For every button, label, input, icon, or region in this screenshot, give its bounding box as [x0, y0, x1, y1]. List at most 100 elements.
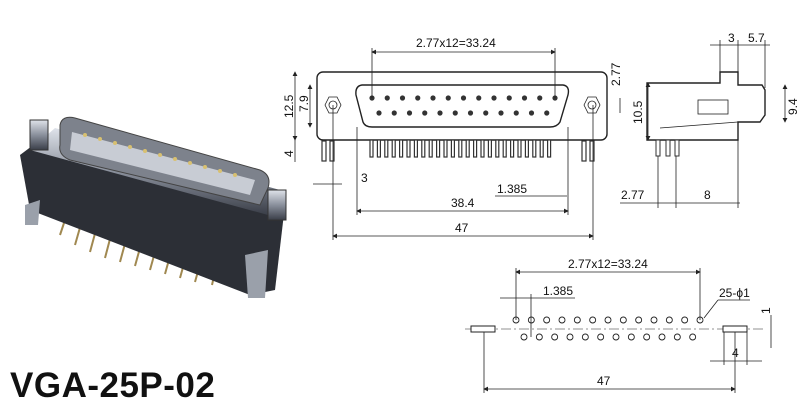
- front-pin-length: 4: [282, 150, 296, 157]
- pcb-hole: [619, 316, 627, 324]
- pin-leg: [495, 139, 500, 158]
- pcb-hole: [573, 316, 581, 324]
- pcb-pitch-label: 2.77x12=33.24: [568, 257, 648, 271]
- pcb-hole: [665, 316, 673, 324]
- side-pin-row-spacing: 2.77: [621, 188, 645, 202]
- pcb-hole: [551, 333, 559, 341]
- pin-leg: [473, 139, 478, 158]
- bracket-leg: [581, 140, 587, 162]
- pcb-hole: [635, 316, 643, 324]
- pin-hole: [544, 110, 550, 116]
- pcb-hole: [658, 333, 666, 341]
- pin-hole: [537, 95, 543, 101]
- pin-hole: [399, 95, 406, 101]
- pcb-row-spacing: 1: [759, 307, 773, 314]
- connector-photo: [20, 116, 287, 298]
- pin-hole: [384, 95, 390, 101]
- pcb-holes-label: 25-ϕ1: [719, 286, 750, 300]
- pin-leg: [502, 139, 507, 158]
- pcb-hole: [689, 333, 697, 341]
- pcb-hole: [535, 333, 543, 341]
- pin-leg: [443, 139, 448, 158]
- pin-leg: [487, 139, 492, 158]
- pin-hole: [437, 110, 443, 116]
- front-shell-width: 38.4: [451, 196, 475, 210]
- pin-leg: [399, 139, 404, 158]
- pcb-hole: [673, 333, 681, 341]
- pcb-hole: [543, 316, 551, 324]
- front-height-shell: 7.9: [297, 95, 311, 112]
- front-total-width: 47: [455, 221, 469, 235]
- front-view: 2.77x12=33.24 12.5 7.9 4 2.77 3 1.385 38…: [282, 36, 623, 240]
- pin-leg: [406, 139, 411, 158]
- pin-hole: [422, 110, 428, 116]
- pcb-slot-width: 4: [732, 346, 739, 360]
- pin-hole: [376, 110, 382, 116]
- pin-leg: [369, 139, 374, 158]
- pin-leg: [480, 139, 485, 158]
- front-bracket-pin: 3: [361, 171, 368, 185]
- side-flange: 3: [728, 31, 735, 45]
- pcb-hole: [643, 333, 651, 341]
- pcb-hole: [604, 316, 612, 324]
- pcb-hole: [681, 316, 689, 324]
- pin-leg: [384, 139, 389, 158]
- pin-leg: [465, 139, 470, 158]
- pin-leg: [546, 139, 552, 158]
- pin-leg: [413, 139, 418, 158]
- pcb-hole: [627, 333, 635, 341]
- bracket-leg: [329, 140, 335, 162]
- side-height-body: 10.5: [631, 100, 645, 124]
- pcb-hole: [589, 316, 597, 324]
- pin-hole: [430, 95, 436, 101]
- pin-hole: [445, 95, 451, 101]
- front-height-total: 12.5: [282, 94, 296, 118]
- pin-leg: [391, 139, 396, 158]
- bracket-leg: [321, 140, 327, 162]
- pcb-hole: [558, 316, 566, 324]
- pin-leg: [450, 139, 455, 158]
- pin-hole: [506, 95, 512, 101]
- pin-hole: [521, 95, 528, 101]
- pcb-hole: [566, 333, 574, 341]
- pin-leg: [428, 139, 433, 158]
- pcb-layout: 2.77x12=33.24 1.385 25-ϕ1 1 4 47: [465, 257, 773, 393]
- pcb-total-width: 47: [597, 374, 611, 388]
- pin-hole: [391, 110, 397, 116]
- pin-hole: [498, 110, 504, 116]
- pin-hole: [452, 110, 458, 116]
- side-height-shell: 9.4: [786, 98, 800, 115]
- pcb-hole: [612, 333, 620, 341]
- pin-leg: [458, 139, 463, 158]
- side-depth: 5.7: [748, 31, 765, 45]
- pin-leg: [539, 139, 544, 158]
- pin-leg: [376, 139, 381, 158]
- pcb-hole: [581, 333, 589, 341]
- pcb-hole: [597, 333, 605, 341]
- pin-hole: [467, 110, 474, 116]
- side-view: 3 5.7 10.5 9.4 2.77 8: [620, 31, 800, 208]
- pin-hole: [483, 110, 489, 116]
- bracket-leg: [589, 140, 595, 162]
- pin-hole: [513, 110, 519, 116]
- pin-hole: [460, 95, 467, 101]
- pcb-hole: [520, 333, 528, 341]
- pin-hole: [528, 110, 535, 116]
- side-pin-offset: 8: [704, 188, 711, 202]
- front-pitch-label: 2.77x12=33.24: [416, 36, 496, 50]
- pin-hole: [491, 95, 497, 101]
- pin-leg: [517, 139, 522, 158]
- pin-leg: [524, 139, 530, 158]
- pin-leg: [436, 139, 441, 158]
- pin-hole: [415, 95, 421, 101]
- product-title: VGA-25P-02: [10, 366, 216, 405]
- pcb-hole: [650, 316, 658, 324]
- pin-hole: [476, 95, 482, 101]
- pin-leg: [421, 139, 426, 158]
- pcb-half-pitch: 1.385: [543, 284, 573, 298]
- front-half-pitch: 1.385: [497, 182, 527, 196]
- pin-hole: [406, 110, 413, 116]
- front-row-offset: 2.77: [609, 62, 623, 86]
- pin-leg: [510, 139, 515, 158]
